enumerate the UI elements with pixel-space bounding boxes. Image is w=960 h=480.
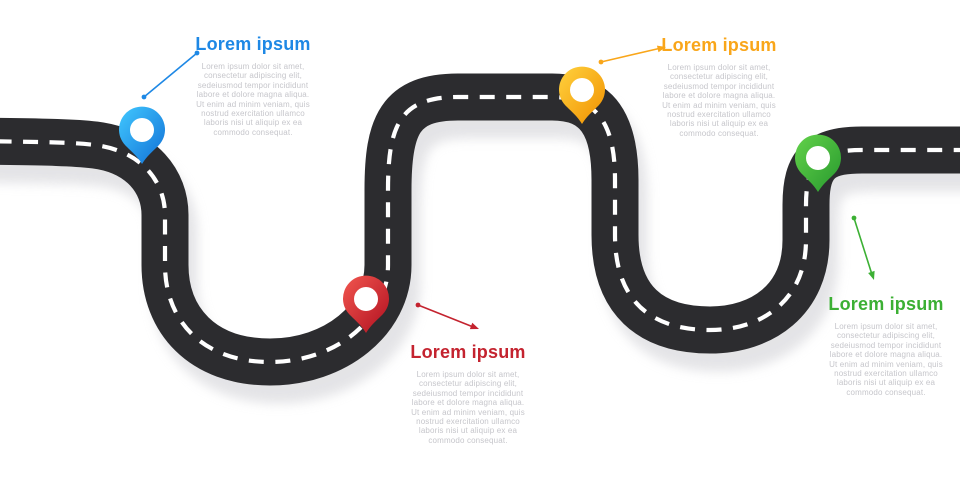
map-pin-green-icon — [795, 134, 841, 192]
callout-title: Lorem ipsum — [410, 342, 526, 362]
callout-title: Lorem ipsum — [195, 34, 311, 54]
leader-line-red — [415, 302, 479, 330]
callout-red: Lorem ipsum Lorem ipsum dolor sit amet, … — [388, 342, 548, 445]
leader-line-green — [851, 215, 875, 280]
map-pin-yellow-icon — [559, 66, 605, 124]
callout-body: Lorem ipsum dolor sit amet, consectetur … — [829, 322, 943, 397]
leader-line-yellow — [598, 45, 666, 65]
map-pin-red-icon — [343, 275, 389, 333]
callout-green: Lorem ipsum Lorem ipsum dolor sit amet, … — [806, 294, 960, 397]
map-pin-blue-icon — [119, 106, 165, 164]
callout-body: Lorem ipsum dolor sit amet, consectetur … — [196, 62, 310, 137]
callout-body: Lorem ipsum dolor sit amet, consectetur … — [662, 63, 776, 138]
callout-yellow: Lorem ipsum Lorem ipsum dolor sit amet, … — [639, 35, 799, 138]
callout-title: Lorem ipsum — [661, 35, 777, 55]
leader-line-blue — [141, 50, 200, 100]
callout-blue: Lorem ipsum Lorem ipsum dolor sit amet, … — [173, 34, 333, 137]
callout-body: Lorem ipsum dolor sit amet, consectetur … — [411, 370, 525, 445]
road-path — [0, 73, 960, 386]
callout-title: Lorem ipsum — [828, 294, 944, 314]
